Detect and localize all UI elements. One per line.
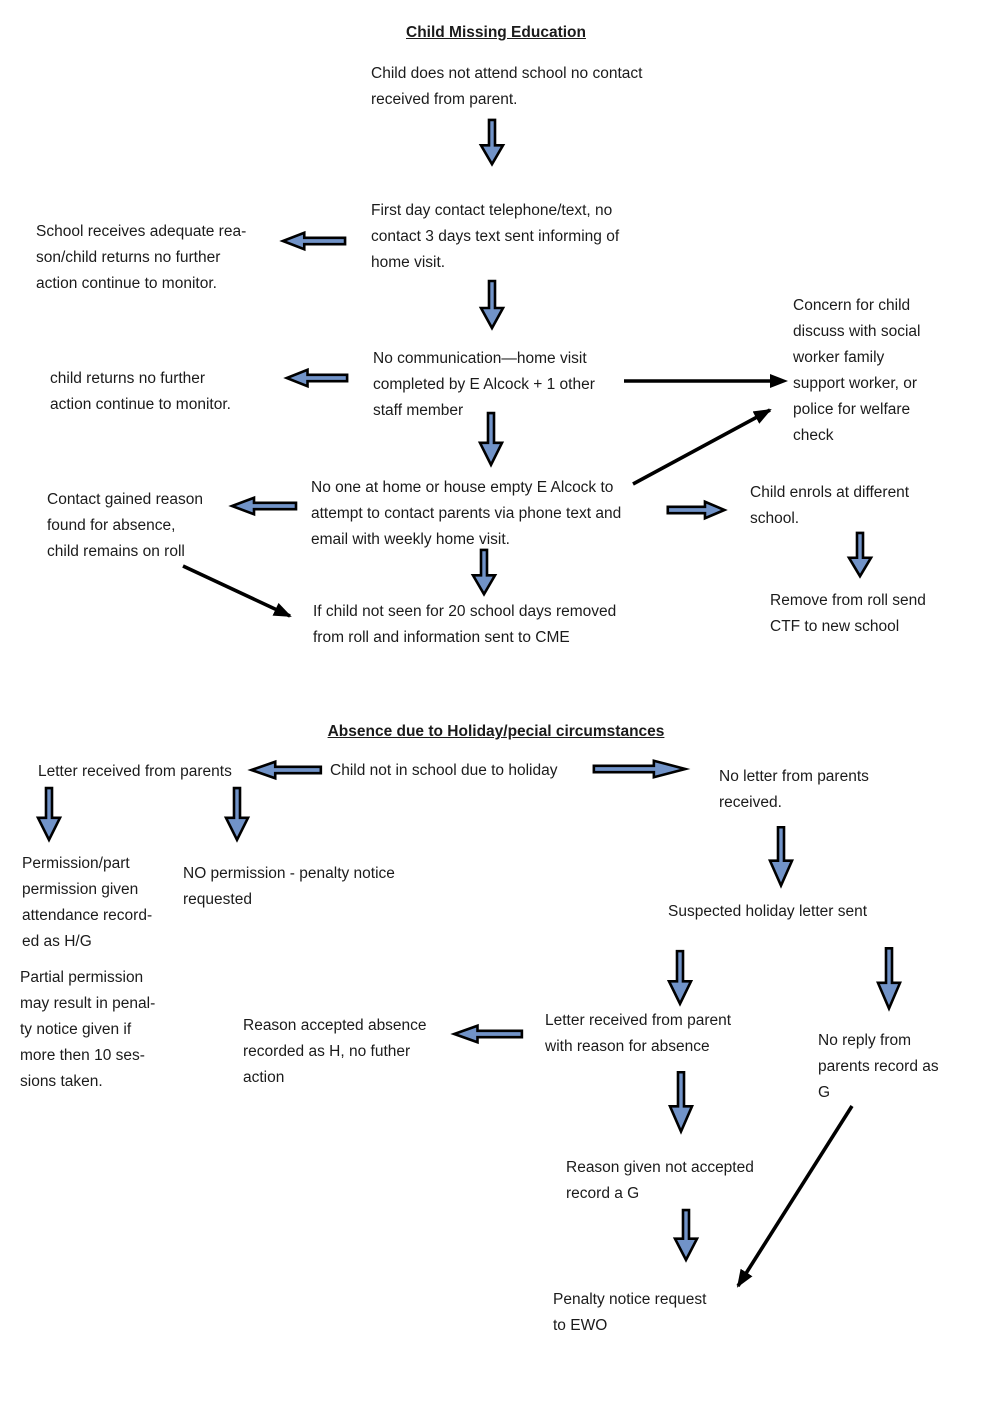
down-arrow-icon (224, 787, 250, 842)
node-concern-welfare-check: Concern for child discuss with social wo… (793, 297, 921, 444)
node-no-one-at-home: No one at home or house empty E Alcock t… (311, 479, 622, 548)
node-not-in-school-holiday: Child not in school due to holiday (330, 762, 558, 779)
down-arrow-icon (673, 1209, 699, 1262)
node-child-enrols-different-school: Child enrols at different school. (750, 484, 910, 527)
black-diagonal-arrow-icon (632, 408, 772, 486)
black-right-arrow-icon (624, 374, 788, 388)
right-arrow-icon (591, 758, 691, 780)
section-title-absence-holiday: Absence due to Holiday/pecial circumstan… (327, 723, 665, 740)
left-arrow-icon (283, 367, 349, 389)
node-reason-not-accepted-g: Reason given not accepted record a G (566, 1159, 754, 1202)
down-arrow-icon (479, 119, 505, 166)
node-penalty-notice-ewo: Penalty notice request to EWO (553, 1291, 707, 1334)
left-arrow-icon (247, 759, 323, 781)
down-arrow-icon (667, 950, 693, 1006)
node-contact-gained: Contact gained reason found for absence,… (47, 491, 203, 560)
node-child-does-not-attend: Child does not attend school no contact … (371, 65, 643, 108)
down-arrow-icon (768, 826, 794, 888)
node-no-letter-from-parents: No letter from parents received. (719, 768, 869, 811)
node-no-permission-penalty: NO permission - penalty notice requested (183, 865, 395, 908)
node-reason-accepted-h: Reason accepted absence recorded as H, n… (243, 1017, 427, 1086)
node-letter-with-reason: Letter received from parent with reason … (545, 1012, 732, 1055)
node-adequate-reason: School receives adequate rea- son/child … (36, 223, 247, 292)
down-arrow-icon (471, 549, 497, 596)
node-first-day-contact: First day contact telephone/text, no con… (371, 202, 620, 271)
section-title-child-missing-education: Child Missing Education (406, 24, 586, 41)
black-diagonal-arrow-icon (182, 564, 292, 618)
black-diagonal-arrow-icon (736, 1105, 854, 1288)
down-arrow-icon (847, 532, 873, 578)
node-letter-received-parents: Letter received from parents (38, 763, 232, 780)
down-arrow-icon (36, 787, 62, 842)
down-arrow-icon (479, 280, 505, 330)
node-no-communication-home-visit: No communication—home visit completed by… (373, 350, 595, 419)
left-arrow-icon (279, 230, 347, 252)
down-arrow-icon (668, 1071, 694, 1134)
left-arrow-icon (228, 495, 298, 517)
node-not-seen-20-days: If child not seen for 20 school days rem… (313, 603, 617, 646)
node-no-reply-record-g: No reply from parents record as G (818, 1032, 939, 1101)
down-arrow-icon (478, 412, 504, 467)
node-child-returns-monitor: child returns no further action continue… (50, 370, 231, 413)
node-partial-permission-penalty: Partial permission may result in penal- … (20, 969, 156, 1090)
node-remove-from-roll-ctf: Remove from roll send CTF to new school (770, 592, 926, 635)
node-suspected-holiday-letter: Suspected holiday letter sent (668, 903, 868, 920)
down-arrow-icon (876, 947, 902, 1011)
right-arrow-icon (666, 499, 728, 521)
node-permission-given-hg: Permission/part permission given attenda… (22, 855, 153, 950)
left-arrow-icon (450, 1023, 524, 1045)
